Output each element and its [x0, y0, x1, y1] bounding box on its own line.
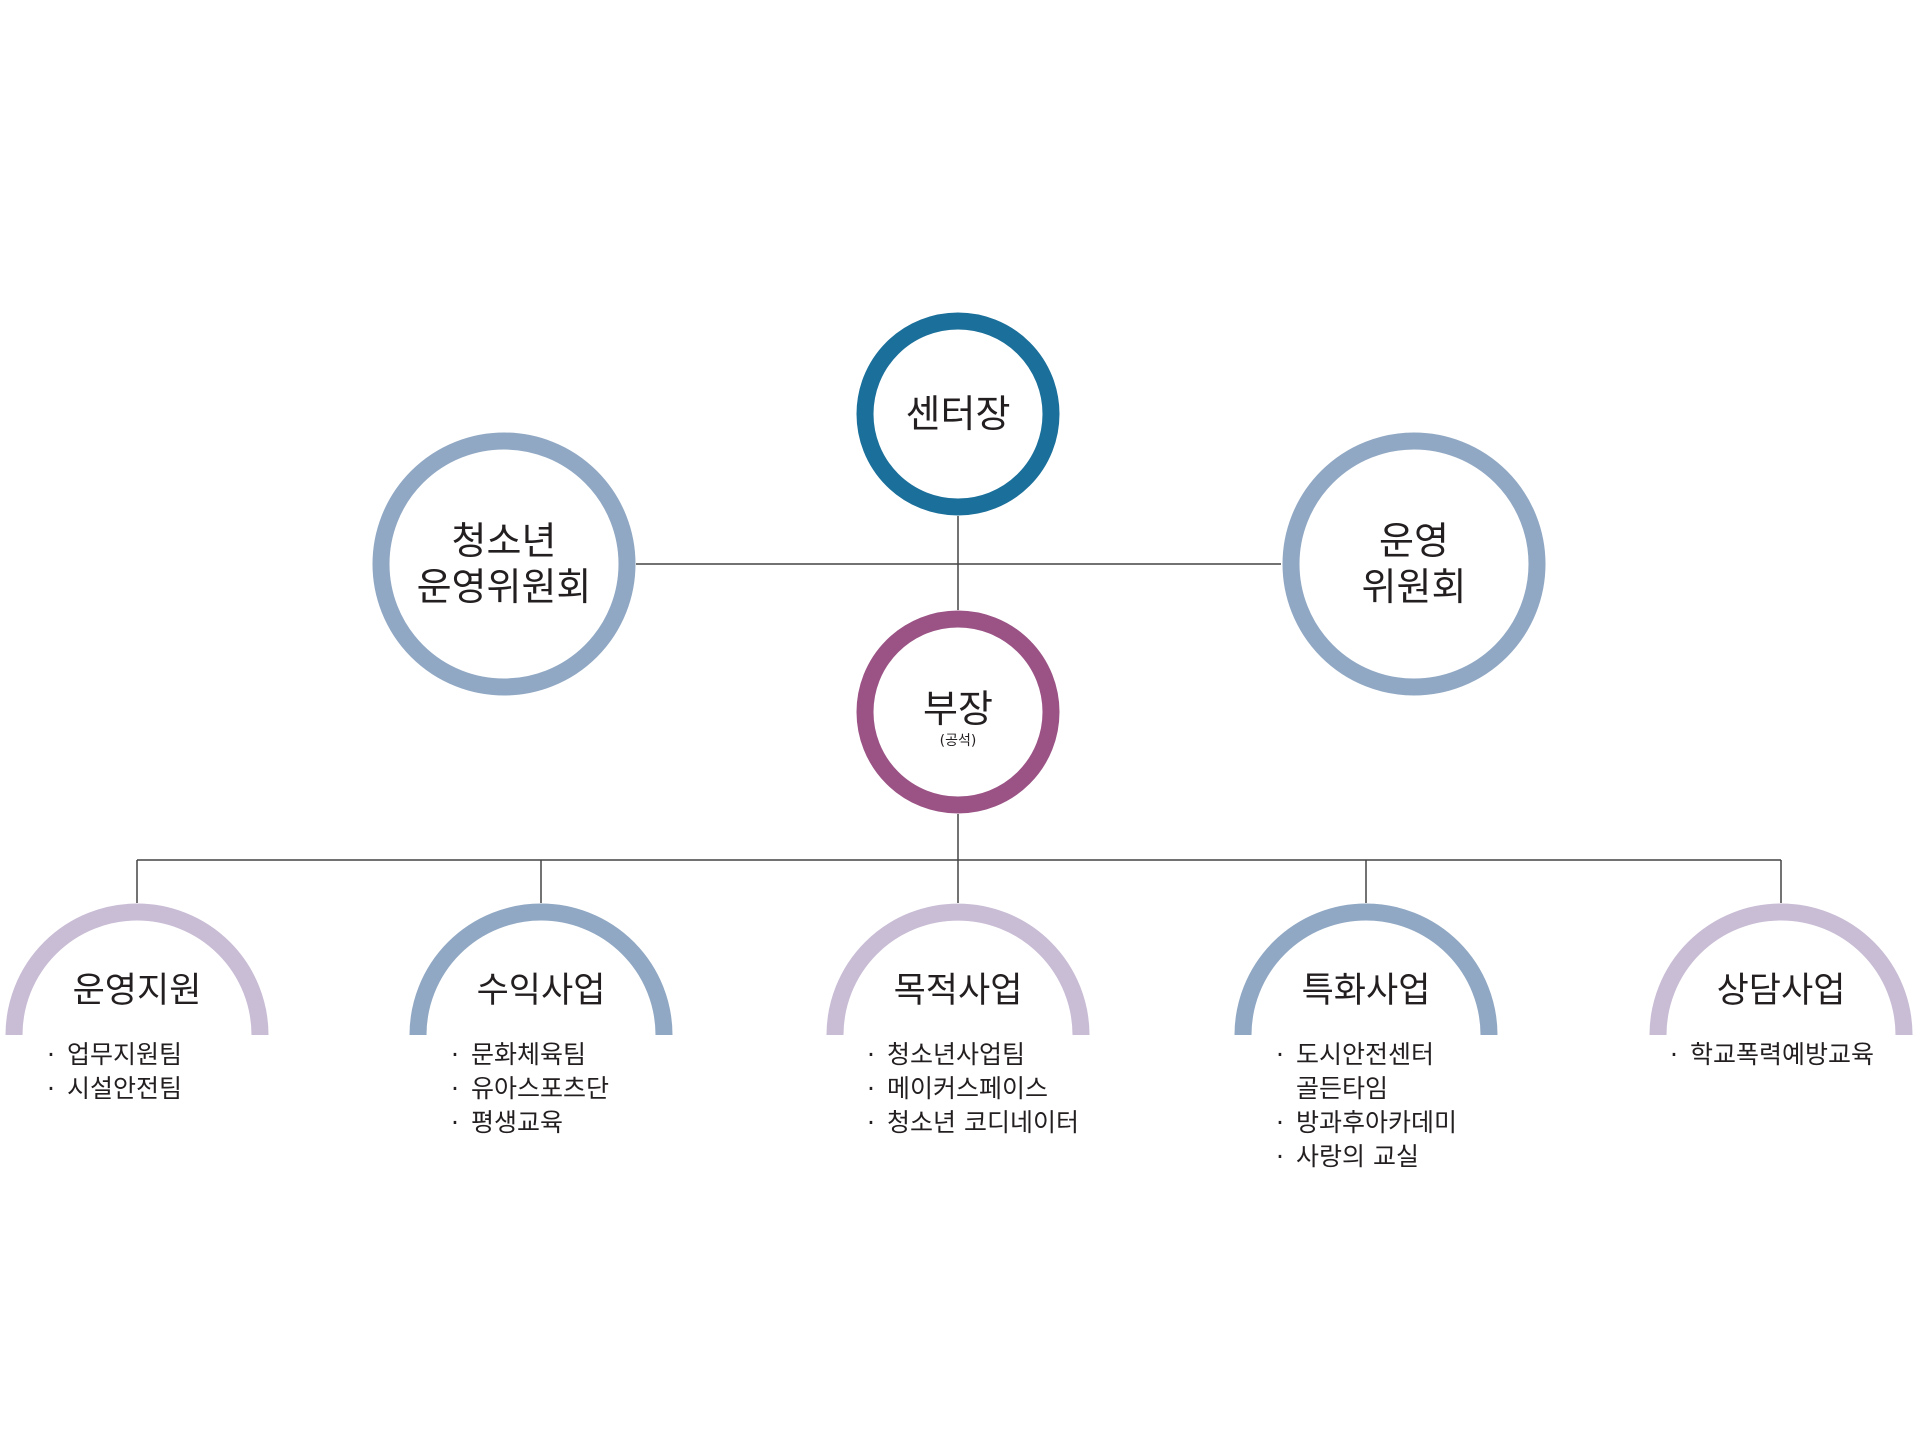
youth-committee-label: 청소년 운영위원회: [417, 518, 592, 610]
dept-title-operations: 운영지원: [72, 971, 202, 1011]
dept-arc: [826, 903, 1090, 1036]
dept-arc: [5, 903, 269, 1036]
deputy-label: 부장 (공석): [923, 686, 993, 750]
committee-label: 운영 위원회: [1362, 518, 1467, 610]
dept-title-purpose: 목적사업: [893, 971, 1023, 1011]
list-item: ·업무지원팀: [47, 1040, 183, 1069]
list-item: ·방과후아카데미: [1276, 1108, 1458, 1137]
dept-title-counseling: 상담사업: [1716, 971, 1846, 1011]
list-item: ·시설안전팀: [47, 1074, 183, 1103]
list-item: ·사랑의 교실: [1276, 1142, 1419, 1171]
youth-committee-line1: 청소년: [451, 519, 557, 563]
dept-arc: [1234, 903, 1498, 1036]
dept-list-special: ·도시안전센터 골든타임 ·방과후아카데미 ·사랑의 교실: [1276, 1038, 1457, 1174]
deputy-title: 부장: [923, 687, 993, 731]
dept-arc: [1649, 903, 1913, 1036]
list-item: ·청소년 코디네이터: [867, 1108, 1079, 1137]
list-item: ·유아스포츠단: [451, 1074, 610, 1103]
dept-list-revenue: ·문화체육팀 ·유아스포츠단 ·평생교육: [451, 1038, 609, 1140]
dept-title-special: 특화사업: [1301, 971, 1431, 1011]
dept-list-counseling: ·학교폭력예방교육: [1670, 1038, 1874, 1072]
youth-committee-circle: [372, 432, 636, 696]
youth-committee-line2: 운영위원회: [416, 565, 592, 609]
committee-line1: 운영: [1379, 519, 1449, 563]
list-item: ·평생교육: [451, 1108, 564, 1137]
committee-line2: 위원회: [1361, 565, 1467, 609]
list-item: ·메이커스페이스: [867, 1074, 1049, 1103]
dept-list-purpose: ·청소년사업팀 ·메이커스페이스 ·청소년 코디네이터: [867, 1038, 1079, 1140]
list-item: ·도시안전센터: [1276, 1040, 1435, 1069]
director-circle: [856, 312, 1060, 516]
list-item: ·학교폭력예방교육: [1670, 1040, 1875, 1069]
dept-title-revenue: 수익사업: [476, 971, 606, 1011]
committee-circle: [1282, 432, 1546, 696]
list-item: 골든타임: [1296, 1074, 1389, 1103]
deputy-circle: [856, 610, 1060, 814]
list-item: ·문화체육팀: [451, 1040, 587, 1069]
list-item: ·청소년사업팀: [867, 1040, 1026, 1069]
dept-list-operations: ·업무지원팀 ·시설안전팀: [47, 1038, 182, 1106]
deputy-note: (공석): [939, 733, 977, 749]
dept-arc: [409, 903, 673, 1036]
connector-lines: [136, 516, 1782, 903]
director-label: 센터장: [905, 392, 1011, 436]
